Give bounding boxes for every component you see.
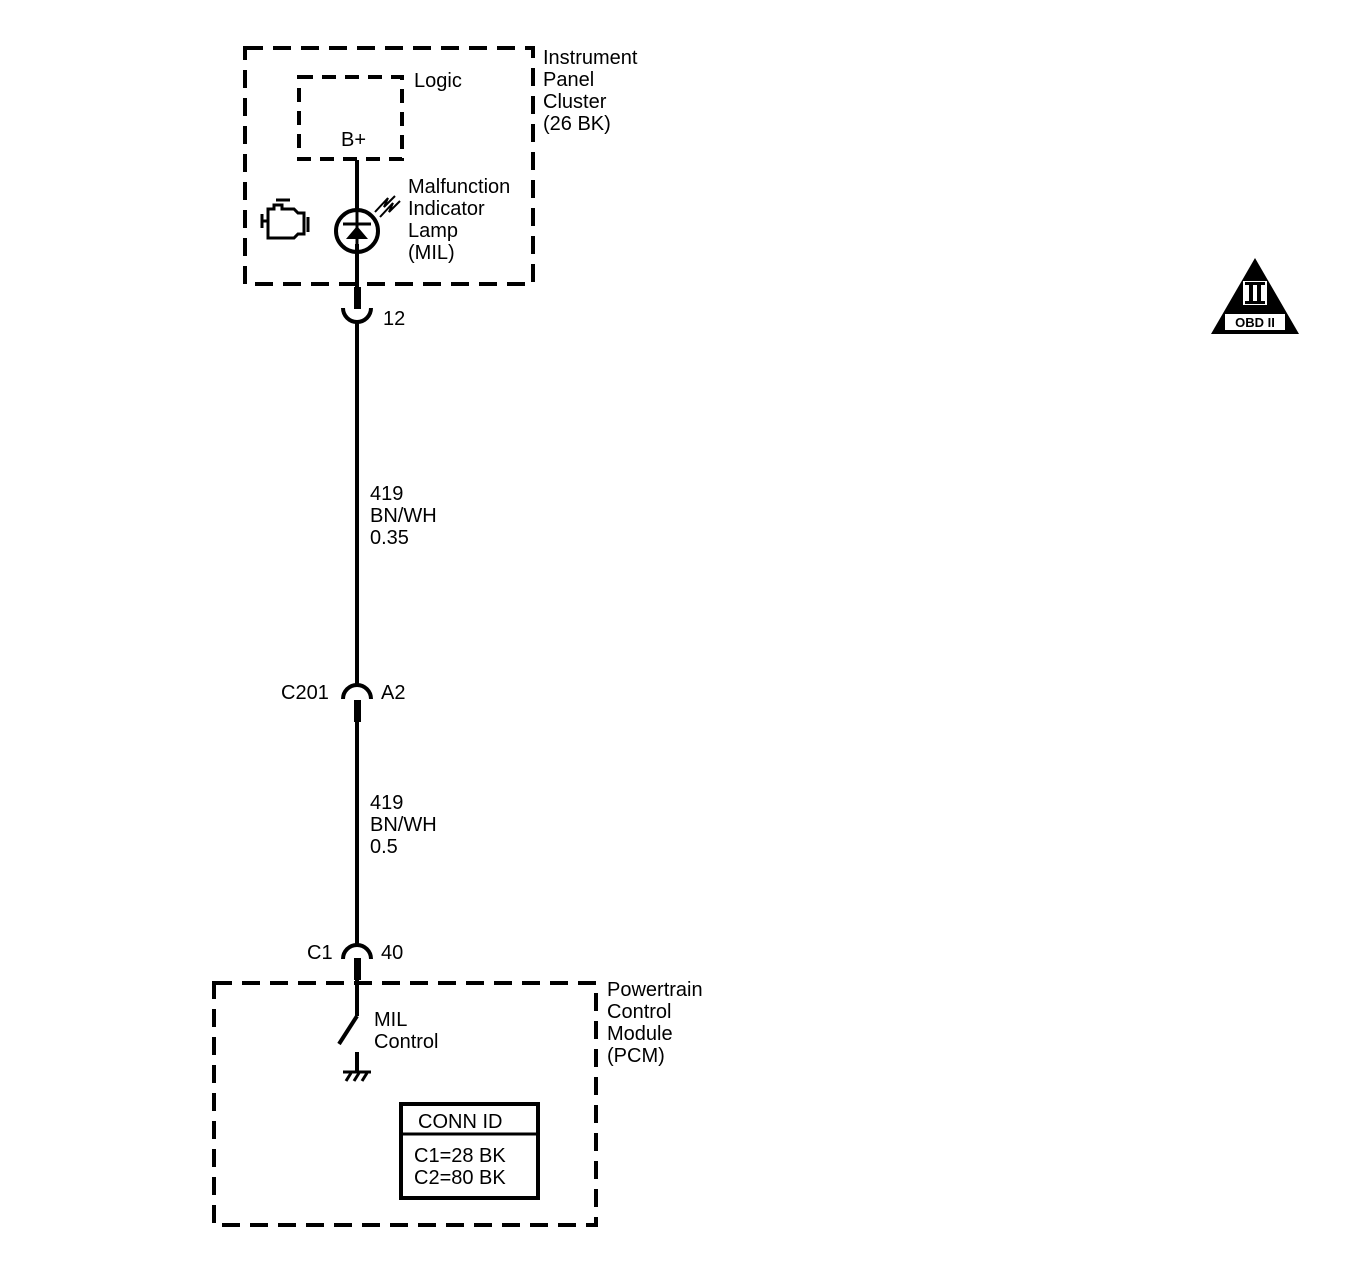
c201-name: C201 xyxy=(281,682,329,704)
pcm-connector-c1 xyxy=(341,943,373,980)
c201-connector xyxy=(341,683,373,722)
conn-id-table xyxy=(399,1102,540,1200)
conn-id-row-2: C2=80 BK xyxy=(414,1167,506,1189)
pcm-connector-pin: 40 xyxy=(381,942,403,964)
pcm-title-1: Powertrain xyxy=(607,979,703,1001)
logic-label: Logic xyxy=(414,70,462,92)
mil-label-2: Indicator xyxy=(408,198,485,220)
obd-ii-icon xyxy=(1211,258,1299,334)
mil-label-3: Lamp xyxy=(408,220,458,242)
mil-control-label-1: MIL xyxy=(374,1009,407,1031)
conn-id-row-1: C1=28 BK xyxy=(414,1145,506,1167)
ipc-title-4: (26 BK) xyxy=(543,113,611,135)
pcm-title-3: Module xyxy=(607,1023,673,1045)
instrument-panel-cluster-box xyxy=(243,46,535,286)
c201-pin: A2 xyxy=(381,682,405,704)
pcm-title-4: (PCM) xyxy=(607,1045,665,1067)
ipc-pin-label: 12 xyxy=(383,308,405,330)
ground-icon xyxy=(343,1070,371,1082)
obd-ii-label: OBD II xyxy=(1235,315,1275,330)
conn-id-header: CONN ID xyxy=(418,1111,502,1133)
wire-upper-color: BN/WH xyxy=(370,505,437,527)
bplus-label: B+ xyxy=(341,129,366,151)
wire-lower-color: BN/WH xyxy=(370,814,437,836)
wire-lower-circuit: 419 xyxy=(370,792,403,814)
mil-label-1: Malfunction xyxy=(408,176,510,198)
pcm-title-2: Control xyxy=(607,1001,671,1023)
ipc-connector-12 xyxy=(341,287,373,324)
logic-box xyxy=(297,75,404,161)
mil-label-4: (MIL) xyxy=(408,242,455,264)
wire-upper-circuit: 419 xyxy=(370,483,403,505)
pcm-box xyxy=(212,981,598,1227)
ipc-title-1: Instrument xyxy=(543,47,638,69)
engine-check-icon xyxy=(260,198,310,240)
lamp-icon xyxy=(334,195,401,254)
ipc-title-2: Panel xyxy=(543,69,594,91)
mil-control-switch xyxy=(337,1014,359,1046)
mil-control-label-2: Control xyxy=(374,1031,438,1053)
pcm-connector-name: C1 xyxy=(307,942,333,964)
wire-upper-gauge: 0.35 xyxy=(370,527,409,549)
ipc-title-3: Cluster xyxy=(543,91,607,113)
wire-lower-gauge: 0.5 xyxy=(370,836,398,858)
